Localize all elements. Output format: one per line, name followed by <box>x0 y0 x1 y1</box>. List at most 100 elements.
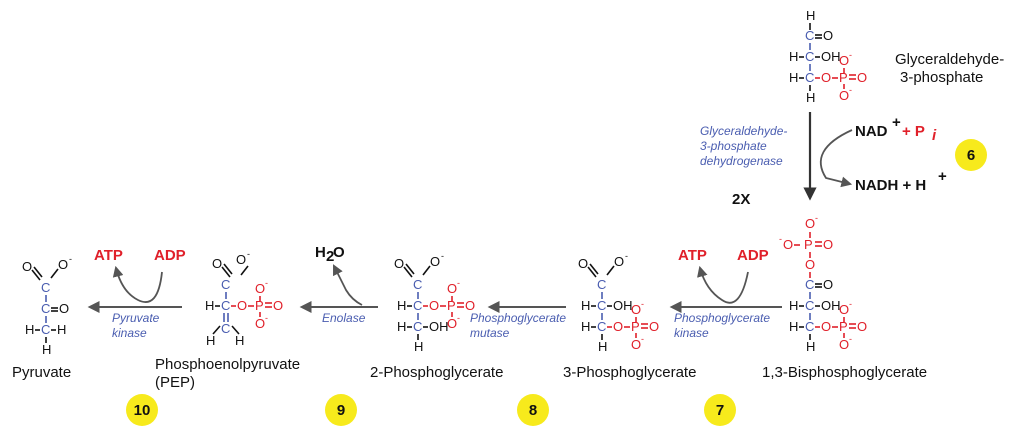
svg-text:-: - <box>849 299 852 309</box>
label-g3p-1: Glyceraldehyde- <box>895 51 1004 68</box>
cofactor-h2o: H 2 O <box>315 244 345 265</box>
svg-text:H: H <box>235 333 244 348</box>
svg-text:H: H <box>789 49 798 64</box>
svg-text:P: P <box>839 70 848 85</box>
svg-text:O: O <box>430 254 440 269</box>
structure-3pg: O O- C H C OH H C O P O O- O- H <box>578 251 659 354</box>
svg-text:-: - <box>265 313 268 323</box>
svg-text:10: 10 <box>134 402 151 419</box>
svg-text:H: H <box>42 342 51 357</box>
svg-text:+: + <box>892 114 901 131</box>
svg-text:O: O <box>429 298 439 313</box>
svg-text:O: O <box>613 319 623 334</box>
step-badge-9: 9 <box>325 394 357 426</box>
svg-text:-: - <box>815 213 818 223</box>
svg-text:O: O <box>857 319 867 334</box>
step10-cofactor-arrow <box>112 265 163 303</box>
enzyme-gapdh-1: Glyceraldehyde- <box>700 124 787 138</box>
svg-text:NAD: NAD <box>855 123 888 140</box>
svg-text:O: O <box>578 256 588 271</box>
svg-text:-: - <box>849 50 852 60</box>
svg-text:C: C <box>41 280 50 295</box>
svg-text:O: O <box>394 256 404 271</box>
svg-text:O: O <box>823 237 833 252</box>
svg-text:C: C <box>413 277 422 292</box>
svg-text:-: - <box>457 313 460 323</box>
cofactor-atp-10: ATP <box>94 247 123 264</box>
svg-text:-: - <box>247 249 250 259</box>
svg-text:O: O <box>236 252 246 267</box>
label-pyruvate: Pyruvate <box>12 364 71 381</box>
svg-text:O: O <box>649 319 659 334</box>
svg-text:O: O <box>333 244 345 261</box>
svg-text:O: O <box>823 277 833 292</box>
svg-text:O: O <box>821 70 831 85</box>
svg-text:O: O <box>273 298 283 313</box>
svg-text:O: O <box>839 53 849 68</box>
svg-text:H: H <box>789 70 798 85</box>
svg-text:8: 8 <box>529 402 537 419</box>
label-3pg: 3-Phosphoglycerate <box>563 364 696 381</box>
svg-text:+ P: + P <box>902 123 925 140</box>
enzyme-pgk-2: kinase <box>674 326 709 340</box>
svg-text:H: H <box>581 298 590 313</box>
svg-text:C: C <box>413 319 422 334</box>
svg-text:O: O <box>839 302 849 317</box>
step6-cofactor-arrow <box>819 129 853 188</box>
svg-text:H: H <box>414 339 423 354</box>
svg-text:O: O <box>614 254 624 269</box>
svg-text:H: H <box>206 333 215 348</box>
svg-text:-: - <box>265 278 268 288</box>
svg-text:O: O <box>22 259 32 274</box>
label-bpg: 1,3-Bisphosphoglycerate <box>762 364 927 381</box>
svg-text:C: C <box>597 277 606 292</box>
svg-text:-: - <box>641 299 644 309</box>
cofactor-adp-10: ADP <box>154 247 186 264</box>
label-g3p-2: 3-phosphate <box>900 69 983 86</box>
svg-text:O: O <box>631 302 641 317</box>
enzyme-pk-1: Pyruvate <box>112 311 160 325</box>
cofactor-nad-pi: NAD + + P i <box>855 114 937 144</box>
svg-text:C: C <box>41 301 50 316</box>
svg-text:O: O <box>823 28 833 43</box>
svg-text:H: H <box>57 322 66 337</box>
svg-text:-: - <box>849 334 852 344</box>
svg-text:-: - <box>69 254 72 264</box>
svg-text:OH: OH <box>821 298 841 313</box>
svg-text:C: C <box>221 321 230 336</box>
enzyme-pgm-2: mutase <box>470 326 510 340</box>
svg-text:-: - <box>625 251 628 261</box>
svg-text:C: C <box>413 298 422 313</box>
svg-text:9: 9 <box>337 402 345 419</box>
svg-text:O: O <box>58 257 68 272</box>
svg-text:O: O <box>59 301 69 316</box>
step7-cofactor-arrow <box>697 265 749 304</box>
structure-2pg: O O- C H C O P O O- O- H C OH H <box>394 251 475 354</box>
step-badge-8: 8 <box>517 394 549 426</box>
svg-text:OH: OH <box>429 319 449 334</box>
svg-text:O: O <box>805 257 815 272</box>
svg-text:C: C <box>597 298 606 313</box>
svg-text:C: C <box>805 319 814 334</box>
svg-text:-: - <box>849 85 852 95</box>
svg-text:C: C <box>597 319 606 334</box>
svg-text:O: O <box>255 281 265 296</box>
structure-pep: O O- C H C O P O O- O- C H H <box>205 249 283 348</box>
svg-text:P: P <box>447 298 456 313</box>
svg-text:H: H <box>806 339 815 354</box>
svg-text:O: O <box>255 316 265 331</box>
svg-text:P: P <box>255 298 264 313</box>
cofactor-nadh: NADH + H + <box>855 168 947 194</box>
svg-text:C: C <box>805 70 814 85</box>
svg-text:C: C <box>805 49 814 64</box>
svg-text:-: - <box>441 251 444 261</box>
svg-text:O: O <box>783 237 793 252</box>
label-pep-1: Phosphoenolpyruvate <box>155 356 300 373</box>
svg-text:H: H <box>806 8 815 23</box>
enzyme-enolase: Enolase <box>322 311 366 325</box>
svg-text:H: H <box>789 298 798 313</box>
structure-bpg: O- O- P O O C O H C OH H C O P O O- O- H <box>779 213 867 354</box>
svg-text:OH: OH <box>613 298 633 313</box>
svg-text:H: H <box>25 322 34 337</box>
